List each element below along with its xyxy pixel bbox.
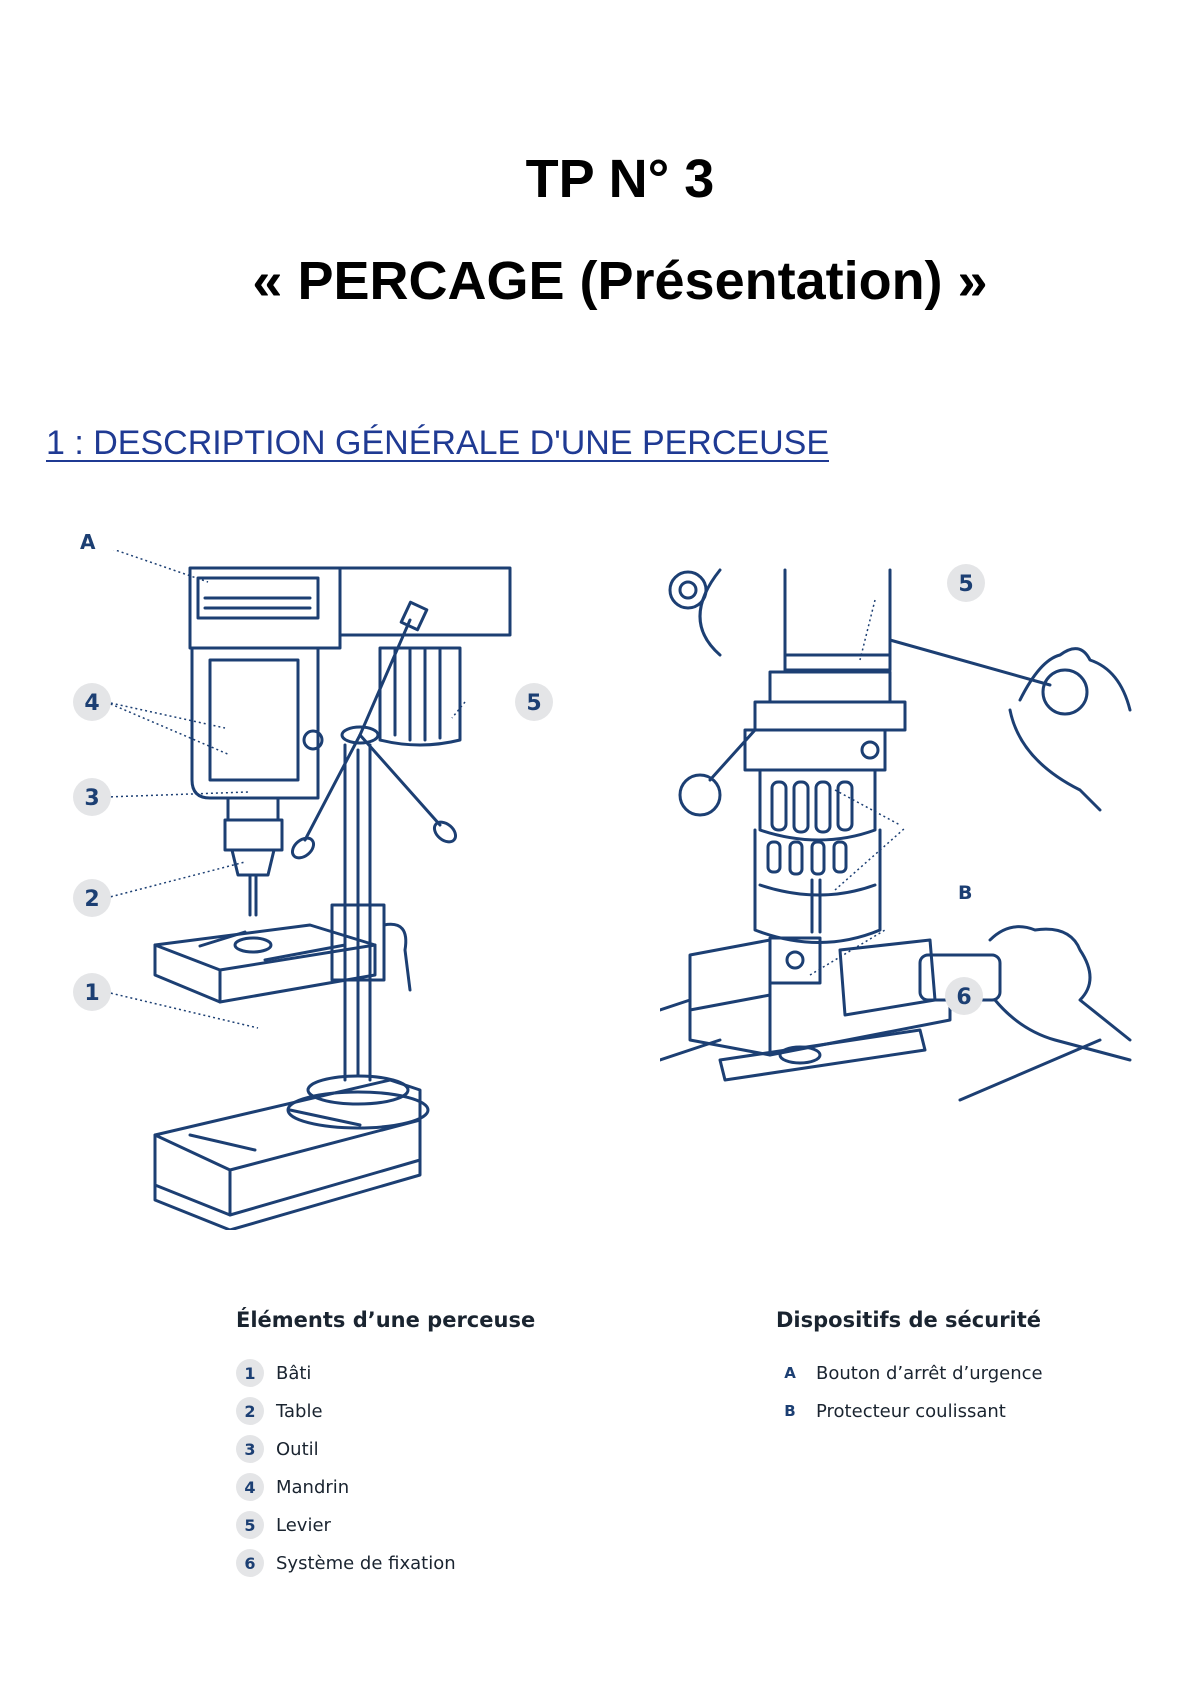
- item-number-badge: 3: [236, 1435, 264, 1463]
- list-item: 3 Outil: [236, 1430, 535, 1468]
- list-item: 2 Table: [236, 1392, 535, 1430]
- svg-text:4: 4: [84, 691, 99, 716]
- callout-A: A: [80, 530, 96, 554]
- item-label: Bâti: [276, 1362, 312, 1384]
- page-title: TP N° 3: [525, 149, 715, 209]
- item-number-badge: 5: [236, 1511, 264, 1539]
- safety-closeup-illustration: [660, 568, 1132, 1102]
- callout-B: B: [958, 882, 972, 904]
- legend-safety-heading: Dispositifs de sécurité: [776, 1308, 1042, 1332]
- callout-1: 1: [73, 973, 111, 1011]
- left-callouts: A 4 5 3 2 1: [73, 530, 553, 1011]
- list-item: 1 Bâti: [236, 1354, 535, 1392]
- item-letter: B: [784, 1402, 796, 1420]
- svg-text:5: 5: [958, 572, 973, 597]
- item-number-badge: 4: [236, 1473, 264, 1501]
- callout-5-right: 5: [947, 564, 985, 602]
- item-label: Mandrin: [276, 1476, 350, 1498]
- item-number-badge: 6: [236, 1549, 264, 1577]
- item-label: Protecteur coulissant: [816, 1400, 1006, 1422]
- list-item: 6 Système de fixation: [236, 1544, 535, 1582]
- svg-text:3: 3: [84, 786, 99, 811]
- legend-safety: Dispositifs de sécurité A Bouton d’arrêt …: [776, 1308, 1043, 1430]
- list-item: B Protecteur coulissant: [776, 1392, 1043, 1430]
- item-label: Bouton d’arrêt d’urgence: [816, 1362, 1043, 1384]
- item-label: Levier: [276, 1514, 331, 1536]
- callout-2: 2: [73, 879, 111, 917]
- item-number-badge: 2: [236, 1397, 264, 1425]
- right-callouts: 5 B 6: [945, 564, 985, 1015]
- list-item: 5 Levier: [236, 1506, 535, 1544]
- svg-text:5: 5: [526, 691, 541, 716]
- item-label: Outil: [276, 1438, 319, 1460]
- page-subtitle: « PERCAGE (Présentation) »: [252, 251, 988, 311]
- list-item: A Bouton d’arrêt d’urgence: [776, 1354, 1043, 1392]
- callout-3: 3: [73, 778, 111, 816]
- callout-6: 6: [945, 977, 983, 1015]
- item-letter: A: [784, 1364, 796, 1382]
- drill-press-illustration: [105, 550, 512, 1230]
- callout-4: 4: [73, 683, 111, 721]
- legend-elements-heading: Éléments d’une perceuse: [236, 1308, 536, 1332]
- item-label: Système de fixation: [276, 1552, 456, 1574]
- item-number-badge: 1: [236, 1359, 264, 1387]
- section-heading: 1 : DESCRIPTION GÉNÉRALE D'UNE PERCEUSE: [46, 424, 829, 462]
- item-label: Table: [276, 1400, 323, 1422]
- svg-text:2: 2: [84, 887, 99, 912]
- legend-elements: Éléments d’une perceuse 1 Bâti 2 Table 3 Ou…: [236, 1308, 535, 1582]
- list-item: 4 Mandrin: [236, 1468, 535, 1506]
- svg-text:1: 1: [84, 981, 99, 1006]
- svg-text:6: 6: [956, 985, 971, 1010]
- callout-5: 5: [515, 683, 553, 721]
